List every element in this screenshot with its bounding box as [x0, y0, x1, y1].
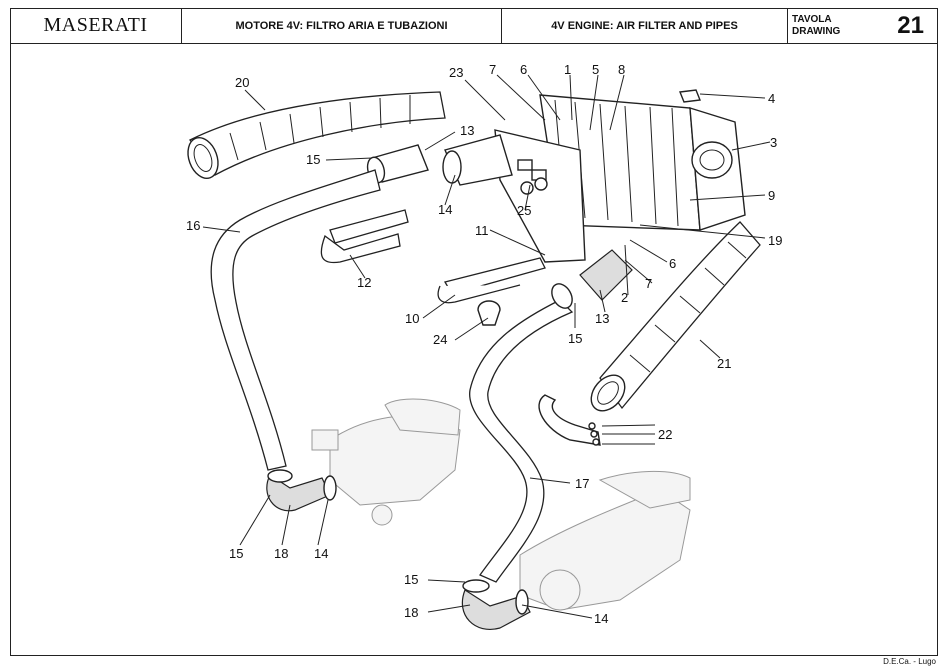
callout-24: 24 [433, 332, 447, 347]
callout-15-bottom: 15 [404, 572, 418, 587]
drawing-label: DRAWING [792, 25, 841, 37]
callout-13-lower: 13 [595, 311, 609, 326]
callout-21: 21 [717, 356, 731, 371]
brand-logo: MASERATI [10, 8, 182, 43]
callout-2: 2 [621, 290, 628, 305]
callout-8: 8 [618, 62, 625, 77]
callout-6-top: 6 [520, 62, 527, 77]
part-17-pipe [469, 299, 574, 583]
callout-7-top: 7 [489, 62, 496, 77]
callout-5: 5 [592, 62, 599, 77]
drawing-number-block: TAVOLA DRAWING 21 [788, 8, 938, 43]
callout-18-left: 18 [274, 546, 288, 561]
callout-23: 23 [449, 65, 463, 80]
callout-22: 22 [658, 427, 672, 442]
callout-10: 10 [405, 311, 419, 326]
footer-credit: D.E.Ca. - Lugo [883, 657, 936, 666]
drawing-frame [10, 8, 938, 656]
callout-9: 9 [768, 188, 775, 203]
callout-4: 4 [768, 91, 775, 106]
callout-6-right: 6 [669, 256, 676, 271]
callout-11: 11 [475, 223, 489, 238]
turbo-assembly-right [461, 471, 691, 630]
drawing-number: 21 [897, 11, 924, 39]
callout-7-right: 7 [645, 276, 652, 291]
title-italian: MOTORE 4V: FILTRO ARIA E TUBAZIONI [182, 8, 502, 43]
callout-18-bottom: 18 [404, 605, 418, 620]
callout-16: 16 [186, 218, 200, 233]
part-22-bracket [538, 394, 601, 446]
part-13-connector [366, 134, 513, 186]
throttle-body [494, 129, 586, 263]
callout-15-lower: 15 [568, 331, 582, 346]
callout-14-left: 14 [314, 546, 328, 561]
callout-1: 1 [564, 62, 571, 77]
callout-13-top: 13 [460, 123, 474, 138]
callout-20: 20 [235, 75, 249, 90]
callout-3: 3 [770, 135, 777, 150]
tavola-label: TAVOLA [792, 13, 832, 25]
turbo-assembly-left [266, 398, 461, 526]
callout-14-top: 14 [438, 202, 452, 217]
title-block: MASERATI MOTORE 4V: FILTRO ARIA E TUBAZI… [10, 8, 938, 44]
callout-15-left: 15 [229, 546, 243, 561]
part-13-foam-connector [551, 249, 633, 309]
callout-19: 19 [768, 233, 782, 248]
part-21-corrugated-hose [590, 221, 761, 412]
drawing-labels: TAVOLA DRAWING [792, 14, 840, 38]
leader-lines [202, 74, 771, 619]
callout-12: 12 [357, 275, 371, 290]
part-20-corrugated-hose [187, 91, 446, 180]
callout-15-top: 15 [306, 152, 320, 167]
part-24-clip [477, 300, 501, 326]
callout-25: 25 [517, 203, 531, 218]
part-16-pipe [210, 169, 381, 471]
callout-17: 17 [575, 476, 589, 491]
title-english: 4V ENGINE: AIR FILTER AND PIPES [502, 8, 788, 43]
callout-14-bottom: 14 [594, 611, 608, 626]
part-10-pipe [437, 257, 546, 304]
part-12-pipe [320, 209, 409, 264]
